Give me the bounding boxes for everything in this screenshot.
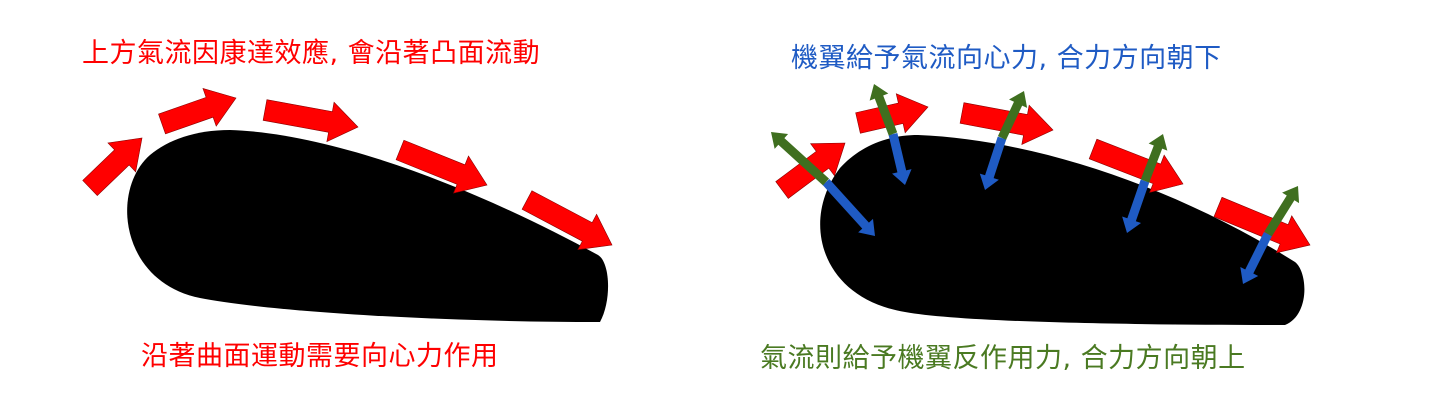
caption-coanda-effect: 上方氣流因康達效應, 會沿著凸面流動 [82,38,541,69]
airfoil-left [127,130,609,322]
reaction-force-arrow [997,91,1028,140]
right-force-arrows [770,84,1311,285]
reaction-force-arrow [770,132,830,186]
force-on-air-arrow [979,136,1007,191]
reaction-force-arrow [1140,134,1168,183]
caption-wing-force-on-air: 機翼給予氣流向心力, 合力方向朝下 [791,43,1222,74]
force-on-air-arrow [1240,231,1273,285]
airflow-arrow [521,190,613,250]
airflow-arrow [855,93,929,134]
caption-air-reaction-on-wing: 氣流則給予機翼反作用力, 合力方向朝上 [760,343,1246,374]
airflow-arrow [262,99,359,143]
airflow-arrow [1088,138,1184,193]
airflow-arrow [82,137,143,196]
caption-centripetal-required: 沿著曲面運動需要向心力作用 [141,341,499,372]
airflow-arrow [1213,196,1311,254]
force-on-air-arrow [822,178,876,237]
reaction-force-arrow [869,84,898,136]
airfoil-right [820,135,1305,325]
airflow-arrow [395,139,488,194]
left-airflow-arrows [82,87,613,250]
force-on-air-arrow [888,132,912,185]
force-on-air-arrow [1122,179,1150,234]
airflow-arrow [158,87,237,135]
reaction-force-arrow [1264,186,1300,237]
